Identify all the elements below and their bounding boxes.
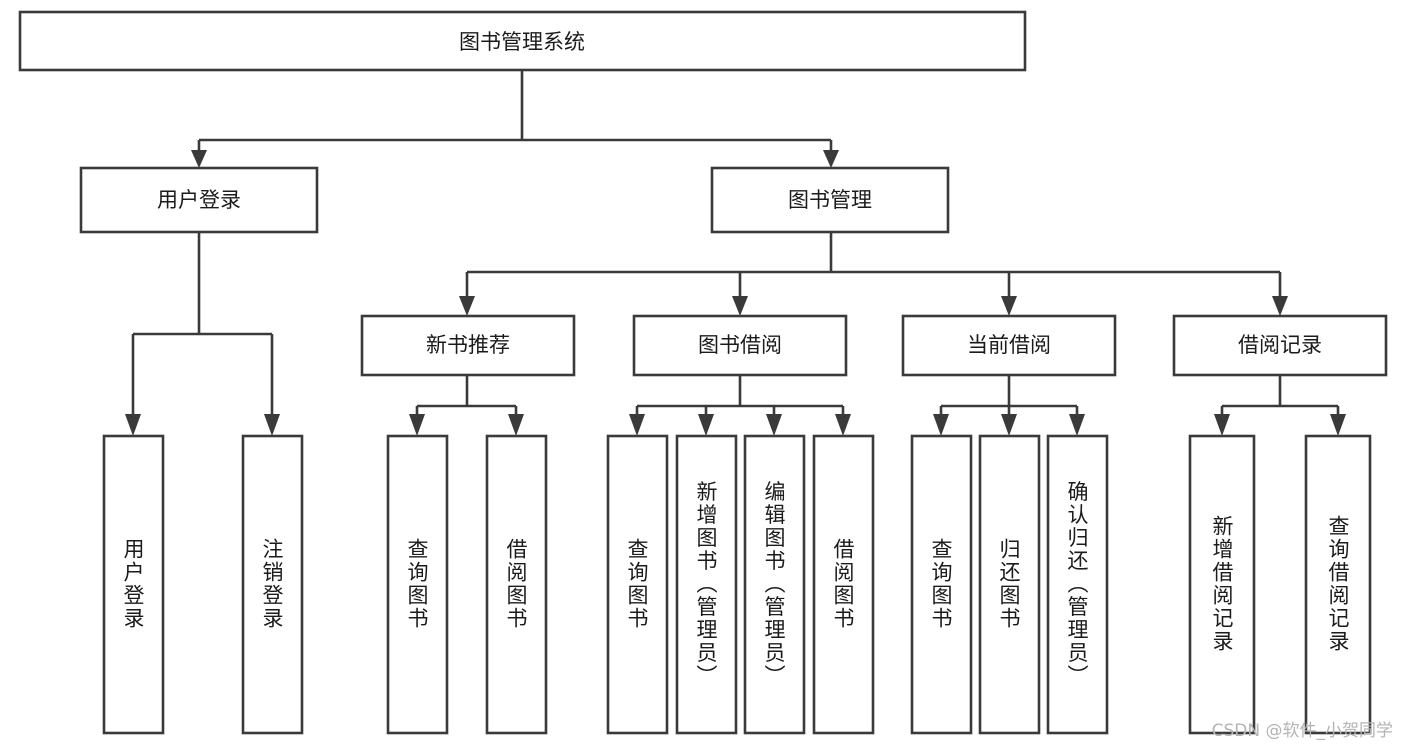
- arrow-head-leaf-edit-book: [766, 414, 782, 436]
- node-leaf-query-record-label: 查询借阅记录: [1326, 515, 1350, 653]
- node-leaf-add-record-box[interactable]: [1188, 434, 1256, 735]
- node-leaf-user-logout[interactable]: 注销登录: [241, 434, 304, 735]
- node-borrow-record[interactable]: 借阅记录: [1172, 314, 1388, 377]
- node-leaf-add-book[interactable]: 新增图书（管理员）: [675, 434, 738, 735]
- node-leaf-add-book-box[interactable]: [675, 434, 738, 735]
- node-leaf-add-record-label: 新增借阅记录: [1210, 515, 1234, 653]
- node-leaf-query-record-box[interactable]: [1304, 434, 1372, 735]
- connector-layer: [125, 70, 1346, 436]
- node-book-manage[interactable]: 图书管理: [710, 166, 950, 234]
- arrow-head-leaf-user-logout: [264, 414, 280, 436]
- node-leaf-user-logout-label: 注销登录: [260, 538, 284, 630]
- node-leaf-add-book-label: 新增图书（管理员）: [694, 481, 718, 688]
- node-book-manage-box[interactable]: [710, 166, 950, 234]
- node-borrow-record-label: 借阅记录: [1238, 333, 1322, 357]
- node-book-borrow-box[interactable]: [632, 314, 848, 377]
- node-leaf-return-book-label: 归还图书: [997, 538, 1021, 630]
- node-current-borrow-label: 当前借阅: [967, 333, 1051, 357]
- arrow-head-current-borrow: [1001, 296, 1017, 316]
- node-leaf-edit-book-box[interactable]: [743, 434, 806, 735]
- node-leaf-user-logout-box[interactable]: [241, 434, 304, 735]
- node-leaf-borrow-book-2-label: 借阅图书: [831, 538, 855, 630]
- arrow-head-leaf-borrow-book-1: [508, 414, 524, 436]
- arrow-head-new-book-recommend: [459, 296, 475, 316]
- node-leaf-edit-book-label: 编辑图书（管理员）: [762, 481, 786, 688]
- node-leaf-confirm-return[interactable]: 确认归还（管理员）: [1046, 434, 1109, 735]
- arrow-head-leaf-user-login: [125, 414, 141, 436]
- arrow-head-borrow-record: [1272, 296, 1288, 316]
- arrow-head-leaf-query-book-3: [933, 414, 949, 436]
- node-leaf-query-book-2-box[interactable]: [606, 434, 669, 735]
- node-leaf-query-book-3-label: 查询图书: [929, 538, 953, 630]
- node-leaf-query-book-2-label: 查询图书: [625, 538, 649, 630]
- node-leaf-user-login[interactable]: 用户登录: [102, 434, 165, 735]
- node-leaf-user-login-box[interactable]: [102, 434, 165, 735]
- node-user-login[interactable]: 用户登录: [79, 166, 319, 234]
- node-leaf-borrow-book-2-box[interactable]: [812, 434, 875, 735]
- arrow-head-leaf-query-book-2: [629, 414, 645, 436]
- node-book-manage-label: 图书管理: [788, 188, 872, 212]
- node-root-label: 图书管理系统: [459, 30, 585, 54]
- node-leaf-borrow-book-2[interactable]: 借阅图书: [812, 434, 875, 735]
- node-new-book-recommend-label: 新书推荐: [426, 333, 510, 357]
- node-leaf-confirm-return-box[interactable]: [1046, 434, 1109, 735]
- node-leaf-query-book-3[interactable]: 查询图书: [910, 434, 973, 735]
- arrow-head-book-manage: [823, 150, 839, 168]
- arrow-head-leaf-add-record: [1214, 414, 1230, 436]
- node-leaf-borrow-book-1-box[interactable]: [485, 434, 548, 735]
- node-new-book-recommend-box[interactable]: [360, 314, 576, 377]
- node-leaf-return-book[interactable]: 归还图书: [978, 434, 1041, 735]
- node-leaf-query-book-1-label: 查询图书: [405, 538, 429, 630]
- node-leaf-borrow-book-1[interactable]: 借阅图书: [485, 434, 548, 735]
- node-leaf-borrow-book-1-label: 借阅图书: [504, 538, 528, 630]
- node-root-box[interactable]: [18, 10, 1027, 72]
- node-current-borrow-box[interactable]: [901, 314, 1117, 377]
- node-current-borrow[interactable]: 当前借阅: [901, 314, 1117, 377]
- node-user-login-box[interactable]: [79, 166, 319, 234]
- arrow-head-leaf-add-book: [698, 414, 714, 436]
- node-new-book-recommend[interactable]: 新书推荐: [360, 314, 576, 377]
- node-leaf-query-book-1-box[interactable]: [386, 434, 449, 735]
- node-leaf-query-record[interactable]: 查询借阅记录: [1304, 434, 1372, 735]
- arrow-head-book-borrow: [732, 296, 748, 316]
- arrow-head-leaf-query-record: [1330, 414, 1346, 436]
- node-leaf-query-book-3-box[interactable]: [910, 434, 973, 735]
- node-leaf-confirm-return-label: 确认归还（管理员）: [1065, 481, 1089, 688]
- node-leaf-query-book-1[interactable]: 查询图书: [386, 434, 449, 735]
- node-leaf-add-record[interactable]: 新增借阅记录: [1188, 434, 1256, 735]
- arrow-head-leaf-borrow-book-2: [835, 414, 851, 436]
- node-borrow-record-box[interactable]: [1172, 314, 1388, 377]
- arrow-head-user-login: [191, 150, 207, 168]
- arrow-head-leaf-return-book: [1001, 414, 1017, 436]
- node-root[interactable]: 图书管理系统: [18, 10, 1027, 72]
- node-book-borrow[interactable]: 图书借阅: [632, 314, 848, 377]
- node-leaf-query-book-2[interactable]: 查询图书: [606, 434, 669, 735]
- arrow-head-leaf-query-book-1: [409, 414, 425, 436]
- node-leaf-edit-book[interactable]: 编辑图书（管理员）: [743, 434, 806, 735]
- node-leaf-return-book-box[interactable]: [978, 434, 1041, 735]
- node-user-login-label: 用户登录: [157, 188, 241, 212]
- arrow-head-leaf-confirm-return: [1069, 414, 1085, 436]
- node-leaf-user-login-label: 用户登录: [121, 538, 145, 630]
- node-book-borrow-label: 图书借阅: [698, 333, 782, 357]
